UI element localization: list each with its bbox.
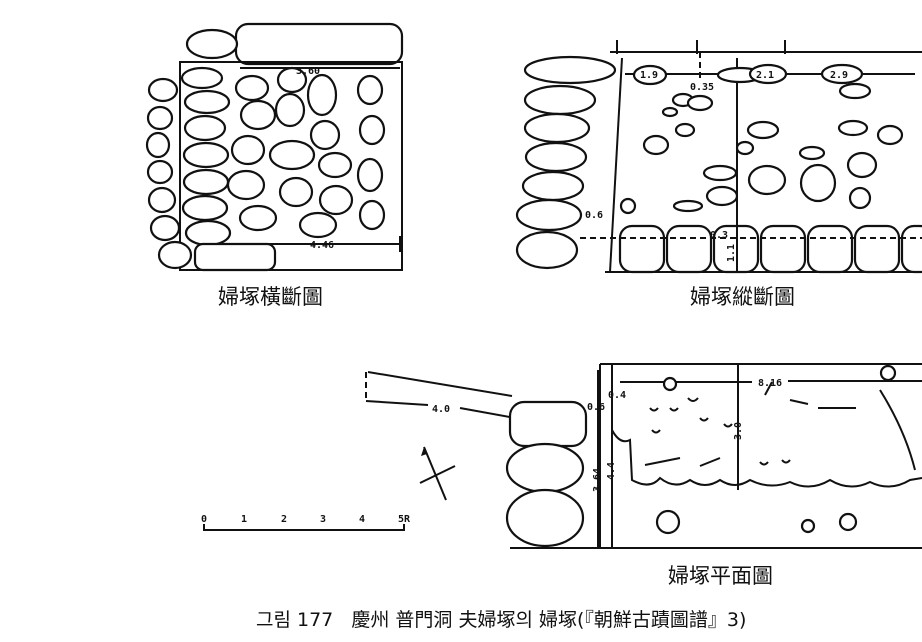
figure-caption: 그림 177 慶州 普門洞 夫婦塚의 婦塚(『朝鮮古蹟圖譜』3) — [256, 609, 746, 631]
longitudinal-section-drawing: 1.9 0.35 2.1 2.9 0.6 0.3 1.1 — [515, 40, 922, 274]
dim-label: 4.46 — [310, 240, 334, 251]
plan-drawing: 4.0 0.4 0.6 8.16 3.0 3.64 4.4 — [365, 363, 922, 549]
dim-label: 2.1 — [756, 70, 774, 81]
scale-tick-label: 5R — [398, 514, 411, 525]
dim-label: 0.6 — [585, 210, 603, 221]
dim-label: 0.6 — [587, 402, 605, 413]
scale-tick-label: 4 — [359, 514, 365, 525]
cross-section-drawing: 3.60 4.46 — [145, 22, 404, 272]
scale-tick-label: 2 — [281, 514, 287, 525]
scale-tick-label: 3 — [320, 514, 326, 525]
dim-label: 4.4 — [606, 462, 617, 480]
north-arrow-icon — [419, 446, 456, 501]
dim-label: 0.4 — [608, 390, 626, 401]
dim-label: 3.60 — [296, 66, 320, 77]
dim-label: 1.9 — [640, 70, 658, 81]
cross-section-title: 婦塚橫斷圖 — [218, 285, 323, 309]
plan-title: 婦塚平面圖 — [668, 564, 773, 588]
dim-label: 3.0 — [733, 422, 744, 440]
scale-bar: 0 1 2 3 4 5R — [201, 514, 411, 531]
dim-label: 0.35 — [690, 82, 714, 93]
dim-label: 4.0 — [432, 404, 450, 415]
dim-label: 2.9 — [830, 70, 848, 81]
dim-label: 1.1 — [726, 244, 737, 262]
dim-label: 0.3 — [710, 230, 728, 241]
longitudinal-section-title: 婦塚縱斷圖 — [690, 285, 795, 309]
scale-tick-label: 0 — [201, 514, 207, 525]
dim-label: 3.64 — [592, 468, 603, 492]
scale-tick-label: 1 — [241, 514, 247, 525]
dim-label: 8.16 — [758, 378, 782, 389]
